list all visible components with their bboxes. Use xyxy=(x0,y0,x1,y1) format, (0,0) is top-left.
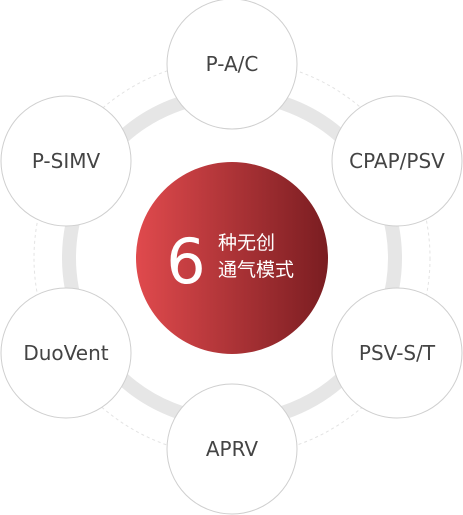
mode-node-p-a-c[interactable]: P-A/C xyxy=(166,0,298,130)
mode-node-circle xyxy=(331,95,463,227)
center-badge: 6 种无创 通气模式 xyxy=(136,162,328,354)
mode-label-cpap-psv: CPAP/PSV xyxy=(349,149,445,173)
mode-node-circle xyxy=(0,95,132,227)
mode-node-circle xyxy=(166,383,298,515)
mode-label-duovent: DuoVent xyxy=(23,341,108,365)
mode-node-duovent[interactable]: DuoVent xyxy=(0,287,132,419)
mode-label-aprv: APRV xyxy=(206,437,259,461)
mode-node-circle xyxy=(0,287,132,419)
mode-node-p-simv[interactable]: P-SIMV xyxy=(0,95,132,227)
mode-node-circle xyxy=(166,0,298,130)
mode-label-psv-s-t: PSV-S/T xyxy=(359,341,436,365)
mode-node-circle xyxy=(331,287,463,419)
center-text-line1: 种无创 xyxy=(218,232,275,254)
mode-label-p-simv: P-SIMV xyxy=(32,149,101,173)
center-text-line2: 通气模式 xyxy=(218,259,294,281)
mode-node-psv-s-t[interactable]: PSV-S/T xyxy=(331,287,463,419)
mode-label-p-a-c: P-A/C xyxy=(206,52,259,76)
center-number: 6 xyxy=(166,225,205,298)
mode-node-aprv[interactable]: APRV xyxy=(166,383,298,515)
mode-node-cpap-psv[interactable]: CPAP/PSV xyxy=(331,95,463,227)
center-circle xyxy=(136,162,328,354)
